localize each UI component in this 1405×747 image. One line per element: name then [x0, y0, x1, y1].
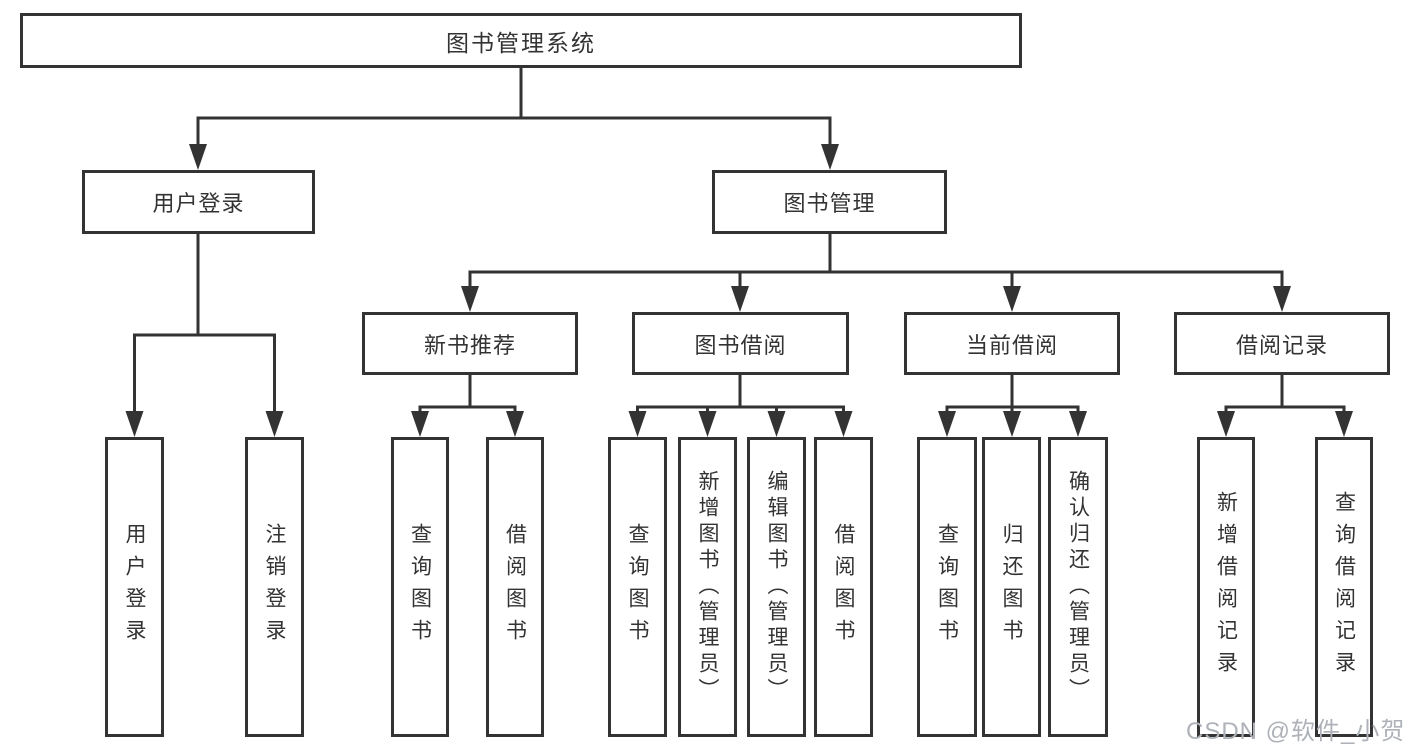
leaf-query-borrow-record-label: 查询借阅记录 [1332, 491, 1356, 683]
leaf-confirm-return-admin-label: 确认归还（管理员） [1066, 470, 1090, 704]
leaf-logout-label: 注销登录 [263, 523, 286, 651]
node-book-management-branch: 图书管理 [712, 170, 947, 234]
node-root: 图书管理系统 [20, 13, 1022, 68]
node-current-borrow: 当前借阅 [904, 312, 1120, 375]
node-user-login-branch: 用户登录 [82, 170, 315, 234]
leaf-add-borrow-record: 新增借阅记录 [1197, 437, 1255, 737]
leaf-borrow-books: 借阅图书 [814, 437, 873, 737]
node-borrow-records-label: 借阅记录 [1235, 332, 1328, 358]
leaf-user-login: 用户登录 [105, 437, 164, 737]
leaf-query-books-recommend-label: 查询图书 [408, 523, 432, 651]
leaf-return-books: 归还图书 [982, 437, 1041, 737]
leaf-query-borrow-record: 查询借阅记录 [1315, 437, 1373, 737]
node-book-borrow-label: 图书借阅 [694, 332, 787, 358]
leaf-edit-books-admin: 编辑图书（管理员） [747, 437, 806, 737]
arrowheads [125, 144, 1353, 437]
leaf-add-books-admin: 新增图书（管理员） [678, 437, 737, 737]
leaf-edit-books-admin-label: 编辑图书（管理员） [765, 470, 788, 704]
leaf-user-login-label: 用户登录 [123, 523, 146, 651]
leaf-query-books-current: 查询图书 [917, 437, 977, 737]
node-root-label: 图书管理系统 [446, 29, 596, 56]
leaf-return-books-label: 归还图书 [1000, 523, 1023, 651]
node-book-borrow: 图书借阅 [632, 312, 849, 375]
leaf-borrow-books-recommend: 借阅图书 [486, 437, 544, 737]
leaf-borrow-books-recommend-label: 借阅图书 [503, 523, 527, 651]
leaf-query-books-current-label: 查询图书 [935, 523, 959, 651]
leaf-confirm-return-admin: 确认归还（管理员） [1048, 437, 1108, 737]
leaf-add-borrow-record-label: 新增借阅记录 [1214, 491, 1238, 683]
node-current-borrow-label: 当前借阅 [965, 332, 1058, 358]
node-book-management-branch-label: 图书管理 [783, 191, 876, 216]
node-borrow-records: 借阅记录 [1174, 312, 1390, 375]
leaf-borrow-books-label: 借阅图书 [832, 523, 855, 651]
leaf-add-books-admin-label: 新增图书（管理员） [696, 470, 719, 704]
leaf-query-books-borrow-label: 查询图书 [626, 523, 649, 651]
leaf-query-books-recommend: 查询图书 [391, 437, 449, 737]
leaf-logout: 注销登录 [245, 437, 304, 737]
csdn-watermark: CSDN @软件_小贺同学 [1186, 718, 1405, 745]
leaf-query-books-borrow: 查询图书 [608, 437, 667, 737]
node-new-book-recommend-label: 新书推荐 [423, 332, 516, 358]
node-new-book-recommend: 新书推荐 [362, 312, 578, 375]
node-user-login-branch-label: 用户登录 [152, 191, 245, 216]
